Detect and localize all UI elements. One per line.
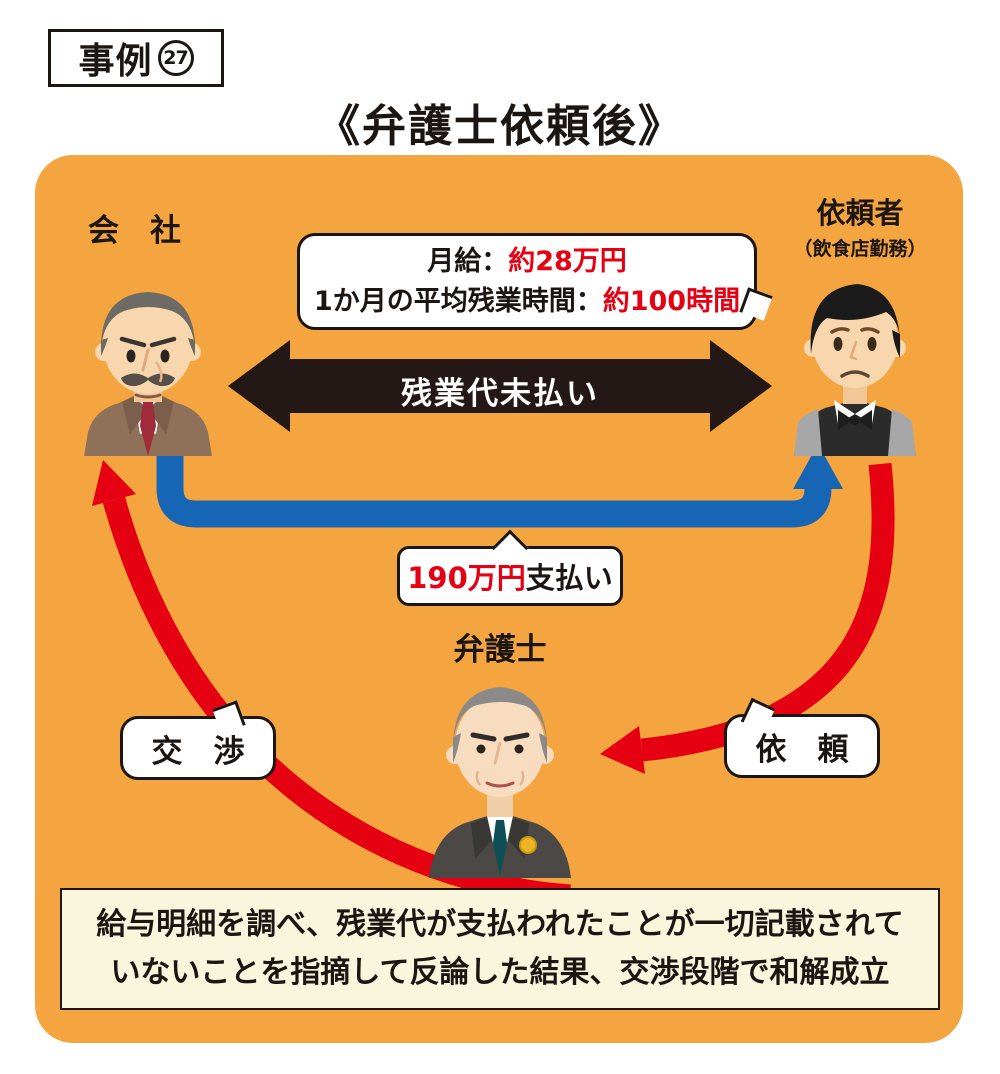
page-title: 《弁護士依頼後》 bbox=[316, 101, 684, 152]
lawyer-label: 弁護士 bbox=[453, 632, 547, 668]
client-avatar bbox=[794, 284, 916, 456]
company-avatar bbox=[84, 292, 212, 456]
payment-label: 支払い bbox=[525, 561, 613, 595]
case-number: 27 bbox=[163, 47, 188, 69]
lawyer-avatar bbox=[429, 687, 571, 878]
negotiation-bubble: 交 渉 bbox=[120, 700, 276, 780]
client-label: 依頼者 bbox=[816, 196, 904, 230]
request-bubble: 依 頼 bbox=[724, 697, 880, 778]
salary-line: 月給：約28万円 bbox=[427, 242, 627, 281]
client-label-group: 依頼者 （飲食店勤務） bbox=[770, 190, 950, 261]
case-number-box: 事例 27 bbox=[48, 29, 224, 87]
overtime-value: 約100時間 bbox=[602, 285, 741, 317]
case-number-circle: 27 bbox=[157, 40, 194, 76]
unpaid-overtime-caption: 残業代未払い bbox=[401, 376, 599, 412]
salary-value: 約28万円 bbox=[508, 246, 627, 278]
payment-bubble: 190万円支払い bbox=[397, 529, 623, 606]
unpaid-overtime-arrow bbox=[228, 340, 772, 432]
payment-value: 190万円 bbox=[407, 561, 526, 595]
overtime-label: 1か月の平均残業時間： bbox=[313, 285, 603, 317]
payment-arrow-head bbox=[793, 444, 843, 489]
overtime-line: 1か月の平均残業時間：約100時間 bbox=[314, 282, 740, 321]
result-box: 給与明細を調べ、残業代が支払われたことが一切記載されて いないことを指摘して反論… bbox=[60, 888, 940, 1010]
case-label: 事例 bbox=[78, 41, 153, 82]
salary-label: 月給： bbox=[427, 246, 509, 278]
payment-arrow bbox=[156, 450, 832, 528]
request-arrow-head bbox=[600, 726, 645, 774]
company-label: 会 社 bbox=[88, 213, 181, 249]
negotiation-arrow bbox=[102, 496, 571, 908]
result-line-1: 給与明細を調べ、残業代が支払われたことが一切記載されて bbox=[96, 907, 904, 942]
payment-line: 190万円支払い bbox=[407, 555, 613, 597]
client-sublabel: （飲食店勤務） bbox=[793, 238, 927, 260]
negotiation-label: 交 渉 bbox=[151, 733, 245, 770]
request-label: 依 頼 bbox=[755, 731, 849, 768]
negotiation-arrow-head bbox=[92, 460, 136, 506]
salary-info-bubble: 月給：約28万円 1か月の平均残業時間：約100時間 bbox=[297, 233, 773, 330]
result-line-2: いないことを指摘して反論した結果、交渉段階で和解成立 bbox=[110, 955, 890, 990]
